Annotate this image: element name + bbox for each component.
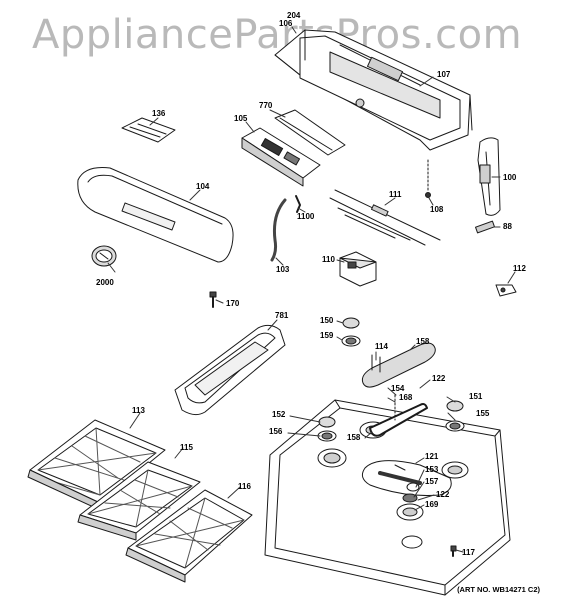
callout-204: 204 <box>287 11 301 20</box>
side-trim <box>477 137 501 216</box>
callout-157: 157 <box>425 477 439 486</box>
callout-111: 111 <box>389 190 402 199</box>
callout-158-bottom: 158 <box>347 433 361 442</box>
callout-114: 114 <box>375 342 388 351</box>
callout-115: 115 <box>180 443 193 452</box>
callout-112: 112 <box>513 264 526 273</box>
callout-122-bottom: 122 <box>436 490 450 499</box>
trim-clip <box>475 220 495 234</box>
callout-107: 107 <box>437 70 451 79</box>
callout-116: 116 <box>238 482 251 491</box>
callout-150: 150 <box>320 316 334 325</box>
callout-110: 110 <box>322 255 335 264</box>
callout-168: 168 <box>399 393 413 402</box>
screw-170 <box>209 291 217 308</box>
grate-113 <box>27 419 166 511</box>
wire-harness <box>329 189 441 246</box>
callout-153: 153 <box>425 465 439 474</box>
grate-115 <box>77 461 201 541</box>
callout-103: 103 <box>276 265 290 274</box>
callout-113: 113 <box>132 406 145 415</box>
lead-wire <box>270 198 287 262</box>
callout-170: 170 <box>226 299 240 308</box>
grate-116 <box>125 489 253 583</box>
callout-152: 152 <box>272 410 286 419</box>
callout-158-top: 158 <box>416 337 430 346</box>
callout-155: 155 <box>476 409 490 418</box>
callout-2000: 2000 <box>96 278 114 287</box>
mounting-bracket <box>274 109 346 156</box>
callout-1100: 1100 <box>297 212 315 221</box>
control-overlay <box>121 117 176 143</box>
art-number: (ART NO. WB14271 C2) <box>457 585 540 594</box>
screw-108 <box>425 192 431 198</box>
callout-108: 108 <box>430 205 444 214</box>
callout-136: 136 <box>152 109 166 118</box>
small-bracket <box>495 284 517 297</box>
callout-104: 104 <box>196 182 210 191</box>
callout-770: 770 <box>259 101 273 110</box>
watermark: AppliancePartsPros.com <box>32 12 523 58</box>
backsplash-panel <box>274 29 473 151</box>
screw-117 <box>450 545 457 557</box>
callout-159: 159 <box>320 331 334 340</box>
callout-154: 154 <box>391 384 405 393</box>
callout-117: 117 <box>462 548 475 557</box>
callout-100: 100 <box>503 173 517 182</box>
callout-169: 169 <box>425 500 439 509</box>
wire-clip <box>295 195 301 213</box>
callout-781: 781 <box>275 311 289 320</box>
callout-88: 88 <box>503 222 512 231</box>
cooktop <box>264 317 511 596</box>
callout-122-top: 122 <box>432 374 446 383</box>
callout-151: 151 <box>469 392 483 401</box>
spark-module <box>339 251 377 287</box>
leader-lines <box>107 26 516 553</box>
griddle <box>174 324 286 416</box>
callout-106: 106 <box>279 19 293 28</box>
callout-121: 121 <box>425 452 439 461</box>
control-panel-trim <box>77 167 234 263</box>
control-knob <box>91 245 117 267</box>
callout-105: 105 <box>234 114 248 123</box>
callout-156: 156 <box>269 427 283 436</box>
